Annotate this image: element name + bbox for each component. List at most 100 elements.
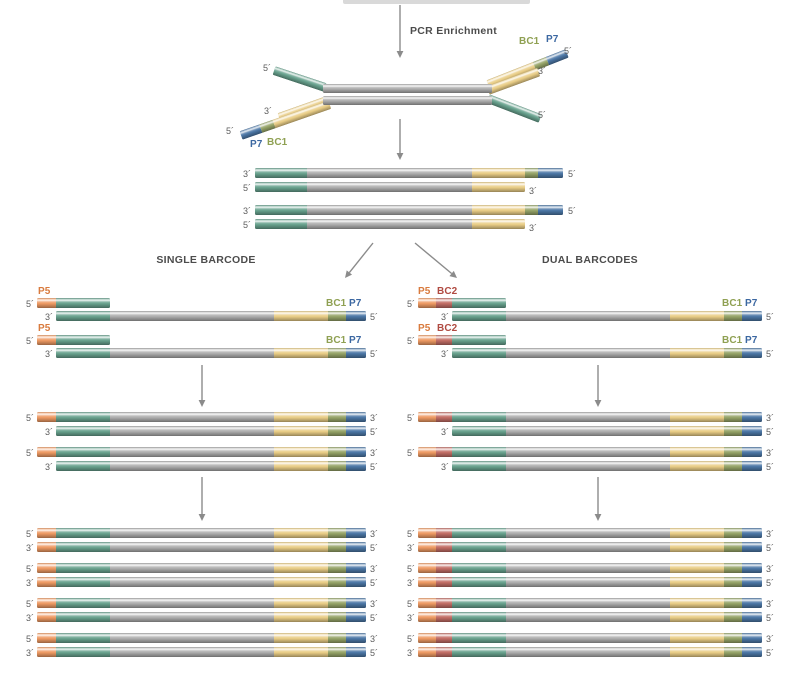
segment-yellow	[274, 598, 328, 608]
segment-olive	[328, 528, 346, 538]
segment-blue	[742, 461, 762, 471]
single-final-4-bottom	[37, 647, 366, 657]
end-label: 5´	[370, 613, 379, 623]
segment-teal	[56, 298, 110, 308]
segment-teal	[255, 205, 307, 215]
segment-olive	[724, 577, 742, 587]
segment-teal	[56, 612, 110, 622]
single-final-3-bottom	[37, 612, 366, 622]
segment-teal	[452, 647, 506, 657]
segment-teal	[452, 426, 506, 436]
end-label: 3´	[370, 448, 379, 458]
segment-blue	[346, 612, 366, 622]
dual-duplex-1-bottom	[452, 426, 762, 436]
segment-olive	[328, 461, 346, 471]
segment-olive	[724, 311, 742, 321]
segment-yellow	[274, 311, 328, 321]
end-label: 5´	[406, 299, 415, 309]
segment-orange	[418, 647, 436, 657]
end-label: 5´	[25, 599, 34, 609]
segment-teal	[56, 348, 110, 358]
arrow-head	[396, 153, 404, 160]
segment-blue	[346, 598, 366, 608]
arrow-head	[345, 270, 353, 278]
segment-blue	[239, 123, 263, 140]
segment-gray	[506, 542, 670, 552]
segment-teal	[56, 598, 110, 608]
tag-label-p5: P5	[418, 323, 431, 334]
segment-orange	[418, 335, 436, 345]
segment-blue	[346, 633, 366, 643]
end-label: 5´	[406, 413, 415, 423]
segment-olive	[328, 447, 346, 457]
segment-gray	[307, 182, 472, 192]
segment-gray	[110, 348, 274, 358]
end-label: 3´	[44, 427, 53, 437]
segment-teal	[452, 348, 506, 358]
tag-label-p7: P7	[745, 335, 758, 346]
segment-red	[436, 542, 452, 552]
segment-teal	[452, 461, 506, 471]
segment-orange	[418, 528, 436, 538]
end-label: 3´	[242, 169, 251, 179]
segment-olive	[724, 461, 742, 471]
end-label: 5´	[538, 110, 547, 120]
end-label: 3´	[25, 613, 34, 623]
segment-gray	[110, 461, 274, 471]
segment-yellow	[670, 461, 724, 471]
segment-gray	[110, 542, 274, 552]
end-label: 5´	[370, 578, 379, 588]
end-label: 5´	[406, 336, 415, 346]
segment-gray	[323, 96, 492, 105]
segment-orange	[37, 647, 56, 657]
single-final-2-bottom	[37, 577, 366, 587]
segment-teal	[452, 412, 506, 422]
segment-yellow	[670, 311, 724, 321]
dual-final-2-top	[418, 563, 762, 573]
end-label: 5´	[766, 613, 775, 623]
segment-yellow	[670, 348, 724, 358]
end-label: 3´	[25, 578, 34, 588]
dual-final-2-bottom	[418, 577, 762, 587]
segment-gray	[110, 647, 274, 657]
segment-red	[436, 612, 452, 622]
arrow-head	[594, 400, 602, 407]
segment-olive	[724, 426, 742, 436]
segment-gray	[506, 311, 670, 321]
segment-teal	[452, 563, 506, 573]
end-label: 5´	[25, 336, 34, 346]
segment-gray	[307, 168, 472, 178]
single-duplex-2-bottom	[56, 461, 366, 471]
segment-orange	[37, 563, 56, 573]
segment-olive	[724, 612, 742, 622]
segment-yellow	[472, 168, 525, 178]
arrow-head	[198, 400, 206, 407]
end-label: 5´	[766, 462, 775, 472]
segment-red	[436, 633, 452, 643]
segment-orange	[37, 577, 56, 587]
dual-barcodes-heading: DUAL BARCODES	[542, 254, 638, 266]
end-label: 5´	[262, 63, 271, 73]
segment-blue	[538, 168, 563, 178]
segment-blue	[346, 348, 366, 358]
tag-label-p5: P5	[38, 286, 51, 297]
end-label: 3´	[370, 599, 379, 609]
segment-teal	[56, 577, 110, 587]
segment-orange	[418, 298, 436, 308]
end-label: 3´	[529, 186, 538, 196]
segment-yellow	[670, 426, 724, 436]
segment-gray	[506, 412, 670, 422]
segment-gray	[506, 426, 670, 436]
end-label: 3´	[242, 206, 251, 216]
segment-olive	[328, 412, 346, 422]
end-label: 3´	[370, 413, 379, 423]
segment-teal	[56, 461, 110, 471]
segment-yellow	[274, 647, 328, 657]
segment-teal	[452, 298, 506, 308]
end-label: 3´	[25, 543, 34, 553]
segment-teal	[56, 335, 110, 345]
end-label: 5´	[25, 413, 34, 423]
segment-teal	[452, 633, 506, 643]
arrow-head	[594, 514, 602, 521]
